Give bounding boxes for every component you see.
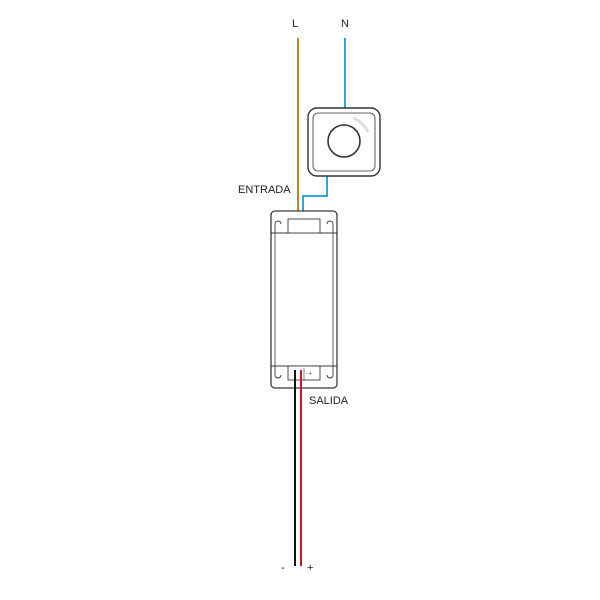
dimmer-knob[interactable] — [327, 124, 361, 158]
neutral-wire-to-driver — [302, 176, 328, 224]
output-label: SALIDA — [309, 395, 349, 407]
led-driver: - + — [270, 210, 338, 389]
dimmer-switch[interactable] — [307, 107, 381, 177]
mount-tab-top-right — [326, 220, 334, 225]
input-label: ENTRADA — [238, 184, 291, 196]
negative-label: - — [281, 562, 285, 574]
live-label: L — [292, 18, 298, 30]
driver-outer-body — [270, 210, 338, 389]
mount-tab-bottom-right — [326, 374, 334, 379]
mount-tab-bottom-left — [274, 374, 282, 379]
positive-label: + — [307, 562, 313, 574]
output-terminal-marks: - + — [306, 371, 312, 377]
dimmer-indicator-arc — [352, 116, 370, 133]
input-terminal-block — [287, 218, 321, 234]
neutral-label: N — [341, 18, 349, 30]
mount-tab-top-left — [274, 220, 282, 225]
